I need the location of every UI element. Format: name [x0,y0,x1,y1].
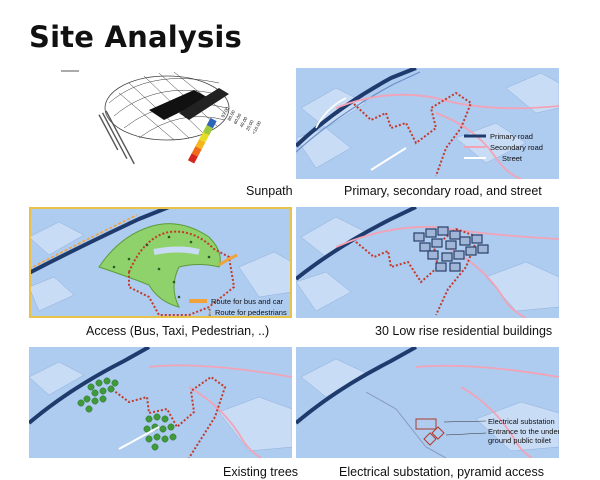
electrical-caption: Electrical substation, pyramid access [339,465,544,479]
sunpath-color-scale [187,117,217,164]
trees-map [29,347,292,458]
residential-caption: 30 Low rise residential buildings [375,324,553,338]
tree-cluster [77,377,177,451]
electrical-legend: Electrical substation Entrance to the un… [443,417,559,445]
svg-text:Street: Street [502,154,523,163]
svg-text:ground public toilet: ground public toilet [488,436,552,445]
site-boundary [128,230,236,316]
pedestrian-icon: 🚶 [205,308,215,318]
roads-caption: Primary, secondary road, and street [344,184,542,198]
scale-label: 93.00 [220,106,230,119]
svg-text:Electrical substation: Electrical substation [488,417,555,426]
roads-panel: Primary road Secondary road Street [296,68,559,179]
access-caption: Access (Bus, Taxi, Pedestrian, ..) [86,324,270,338]
svg-text:Secondary road: Secondary road [490,143,543,152]
scale-label: 80.00 [226,109,236,122]
site-boundary [108,375,227,458]
trees-caption: Existing trees [223,465,299,479]
electrical-panel: Electrical substation Entrance to the un… [296,347,559,458]
scale-label: 60.00 [233,112,243,125]
access-panel: Route for bus and car 🚶 Route for pedest… [29,207,292,318]
svg-text:Primary road: Primary road [490,132,533,141]
roads-legend: Primary road Secondary road Street [464,132,543,163]
svg-text:Entrance to the under-: Entrance to the under- [488,427,559,436]
sunpath-panel: 93.00 80.00 60.00 40.00 20.00 <10.00 [29,68,292,179]
svg-text:Route for pedestrians: Route for pedestrians [215,308,287,317]
scale-label: <10.00 [251,120,262,135]
residential-panel [296,207,559,318]
access-map: Route for bus and car 🚶 Route for pedest… [29,207,292,318]
roads-map: Primary road Secondary road Street [296,68,559,179]
access-legend: Route for bus and car 🚶 Route for pedest… [189,297,287,318]
residential-map [296,207,559,318]
substation-marker [415,418,445,446]
green-area [98,223,221,308]
svg-text:Route for bus and car: Route for bus and car [211,297,284,306]
sunpath-caption: Sunpath [246,184,293,198]
scale-label: 20.00 [245,119,255,132]
site-boundary [353,91,473,177]
scale-label: 40.00 [239,116,249,129]
page-title: Site Analysis [29,20,243,54]
electrical-map: Electrical substation Entrance to the un… [296,347,559,458]
sunpath-diagram: 93.00 80.00 60.00 40.00 20.00 <10.00 [61,70,262,165]
residential-buildings [413,226,489,272]
trees-panel [29,347,292,458]
